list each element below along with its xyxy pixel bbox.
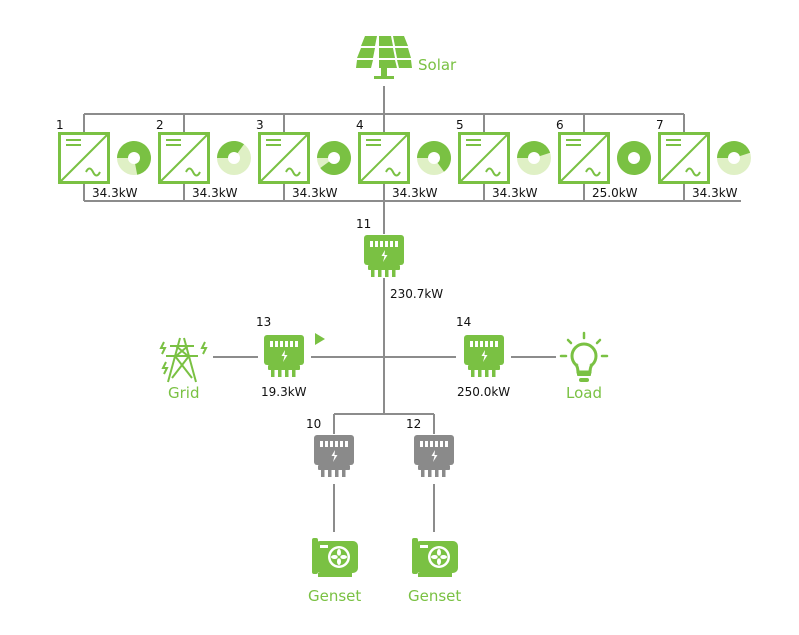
genset-icon — [412, 538, 458, 577]
inverter-icon — [58, 132, 110, 184]
inverter-power: 34.3kW — [92, 186, 138, 200]
inverter-power: 34.3kW — [492, 186, 538, 200]
inverter-row: 1 34.3kW 2 — [56, 118, 751, 200]
inverter-power: 34.3kW — [192, 186, 238, 200]
solar-label: Solar — [418, 56, 457, 74]
output-donut-icon — [317, 141, 351, 175]
meter-id: 12 — [406, 417, 421, 431]
genset-2[interactable]: Genset — [408, 538, 461, 605]
inverter-1[interactable]: 1 34.3kW — [56, 118, 151, 200]
lightbulb-icon — [559, 331, 609, 382]
meter-icon — [314, 435, 354, 477]
output-donut-icon — [217, 140, 251, 175]
meter-icon — [264, 335, 304, 377]
meter-icon — [364, 235, 404, 277]
inverter-icon — [258, 132, 310, 184]
output-donut-icon — [717, 141, 751, 175]
inverter-6[interactable]: 6 25.0kW — [556, 118, 651, 200]
output-donut-icon — [616, 141, 651, 175]
output-level-arc — [517, 141, 551, 158]
inverter-id: 5 — [456, 118, 464, 132]
output-donut-icon — [117, 141, 151, 175]
inverter-icon — [358, 132, 410, 184]
inverter-icon — [158, 132, 210, 184]
inverter-power: 34.3kW — [392, 186, 438, 200]
grid-label: Grid — [168, 384, 199, 402]
genset-meter-1[interactable]: 10 — [306, 417, 354, 477]
inverter-id: 1 — [56, 118, 64, 132]
inverter-2[interactable]: 2 34.3kW — [156, 118, 251, 200]
inverter-power: 34.3kW — [292, 186, 338, 200]
inverter-id: 2 — [156, 118, 164, 132]
meter-power: 19.3kW — [261, 385, 307, 399]
output-level-arc — [217, 140, 244, 158]
inverter-power: 25.0kW — [592, 186, 638, 200]
meter-icon — [414, 435, 454, 477]
meter-id: 10 — [306, 417, 321, 431]
genset-meter-2[interactable]: 12 — [406, 417, 454, 477]
inverter-icon — [658, 132, 710, 184]
meter-icon — [464, 335, 504, 377]
flow-direction-arrow-icon — [315, 333, 325, 345]
inverter-id: 3 — [256, 118, 264, 132]
genset-label: Genset — [308, 587, 361, 605]
meter-power: 250.0kW — [457, 385, 510, 399]
inverter-power: 34.3kW — [692, 186, 738, 200]
inverter-id: 4 — [356, 118, 364, 132]
meter-power: 230.7kW — [390, 287, 443, 301]
output-donut-icon — [417, 141, 451, 175]
meter-id: 11 — [356, 217, 371, 231]
genset-1[interactable]: Genset — [308, 538, 361, 605]
load-label: Load — [566, 384, 602, 402]
load-meter[interactable]: 14 250.0kW — [456, 315, 510, 399]
inverter-id: 6 — [556, 118, 564, 132]
grid-meter[interactable]: 13 19.3kW — [256, 315, 325, 399]
output-donut-icon — [517, 141, 551, 175]
solar-panel-icon — [356, 36, 412, 79]
genset-icon — [312, 538, 358, 577]
genset-label: Genset — [408, 587, 461, 605]
inverter-7[interactable]: 7 34.3kW — [656, 118, 751, 200]
solar-meter[interactable]: 11 230.7kW — [356, 217, 443, 301]
inverter-icon — [458, 132, 510, 184]
meter-id: 14 — [456, 315, 471, 329]
meter-id: 13 — [256, 315, 271, 329]
inverter-5[interactable]: 5 34.3kW — [456, 118, 551, 200]
grid-tower-icon — [159, 337, 208, 383]
inverter-4[interactable]: 4 34.3kW — [356, 118, 451, 200]
inverter-id: 7 — [656, 118, 664, 132]
connection-lines — [83, 86, 741, 532]
output-level-arc — [717, 141, 751, 158]
inverter-icon — [558, 132, 610, 184]
inverter-3[interactable]: 3 34.3kW — [256, 118, 351, 200]
